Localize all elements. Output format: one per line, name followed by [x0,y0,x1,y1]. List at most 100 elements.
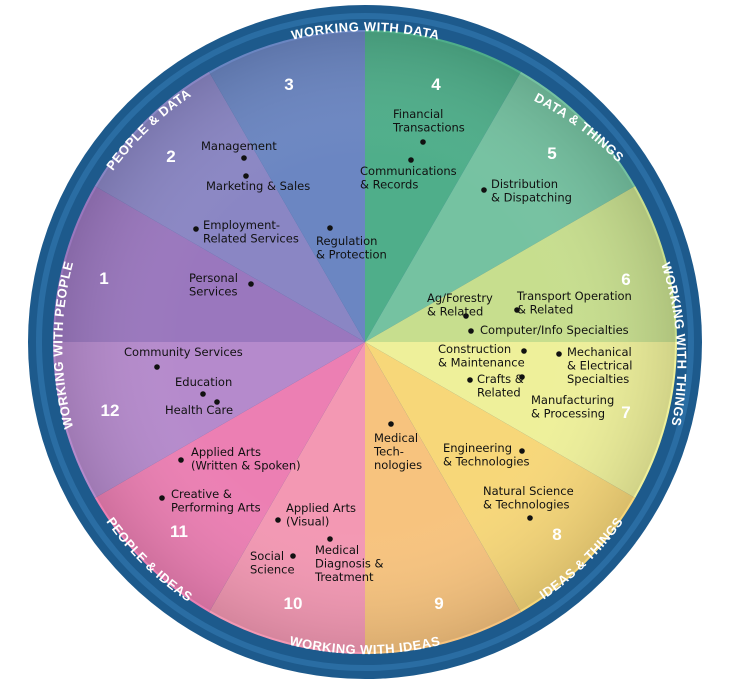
career-area-line: Personal [189,271,238,285]
career-area-label: Health Care [165,403,233,417]
career-area-line: Applied Arts [191,445,261,459]
career-area-dot [214,399,220,405]
sector-number-3: 3 [284,75,293,94]
sector-number-2: 2 [166,147,175,166]
career-area-dot [420,139,426,145]
career-area-line: Manufacturing [531,393,614,407]
career-area-dot [388,421,394,427]
career-area-label: Distribution& Dispatching [491,177,572,205]
career-area-dot [556,351,562,357]
career-area-label: Communications& Records [360,164,457,192]
career-area-dot [327,225,333,231]
career-area-line: Medical [374,431,418,445]
career-area-label: Computer/Info Specialties [480,323,629,337]
career-area-line: Employment- [203,218,280,232]
career-area-label: Regulation& Protection [316,234,387,262]
career-area-line: Specialties [567,372,629,386]
career-area-line: Transactions [392,121,465,135]
career-area-line: & Records [360,178,418,192]
sector-number-10: 10 [284,594,303,613]
career-area-dot [514,307,520,313]
career-area-label: Applied Arts(Visual) [286,501,356,529]
sector-number-8: 8 [552,525,561,544]
career-area-line: Communications [360,164,457,178]
sector-number-4: 4 [431,75,441,94]
career-area-line: Social [250,549,284,563]
sector-number-6: 6 [621,270,630,289]
career-area-line: Regulation [316,234,377,248]
outer-ring-highlight [36,13,694,671]
career-area-label: Community Services [124,345,243,359]
sector-number-5: 5 [547,144,556,163]
career-area-line: Transport Operation [516,289,632,303]
career-area-line: Community Services [124,345,243,359]
career-area-dot [243,173,249,179]
career-area-label: Natural Science& Technologies [483,484,574,512]
career-area-dot [408,157,414,163]
career-area-label: Engineering& Technologies [443,441,530,469]
sector-number-9: 9 [434,594,443,613]
career-area-label: Transport Operation& Related [516,289,632,317]
career-area-label: Employment-Related Services [203,218,299,246]
career-area-label: Management [201,139,277,153]
career-area-dot [521,348,527,354]
career-area-dot [248,281,254,287]
career-area-dot [241,155,247,161]
career-area-line: Science [250,563,295,577]
career-area-dot [519,448,525,454]
career-area-dot [193,226,199,232]
career-area-dot [527,515,533,521]
career-area-label: Manufacturing& Processing [531,393,614,421]
career-area-label: Applied Arts(Written & Spoken) [191,445,301,473]
career-area-label: Education [175,375,232,389]
career-area-line: Medical [315,543,359,557]
career-area-line: & Related [517,303,573,317]
sector-number-7: 7 [621,403,630,422]
career-area-line: Natural Science [483,484,574,498]
career-area-dot [178,457,184,463]
career-area-label: Construction& Maintenance [438,342,525,370]
career-area-line: Financial [393,107,443,121]
sector-number-12: 12 [101,401,120,420]
career-area-dot [154,364,160,370]
career-area-line: & Electrical [567,359,632,373]
career-area-line: & Processing [531,407,605,421]
career-area-line: (Visual) [286,515,329,529]
career-area-line: Applied Arts [286,501,356,515]
career-area-dot [481,187,487,193]
career-area-line: Health Care [165,403,233,417]
career-area-line: Related Services [203,232,299,246]
career-area-line: Distribution [491,177,558,191]
career-area-line: & Dispatching [491,191,572,205]
career-area-dot [327,536,333,542]
career-area-line: Construction [438,342,511,356]
career-area-line: & Technologies [443,455,530,469]
career-area-line: Related [477,386,521,400]
career-area-line: Management [201,139,277,153]
career-area-label: Crafts &Related [477,372,524,400]
career-area-line: Treatment [314,570,374,584]
career-area-dot [468,328,474,334]
career-area-dot [275,517,281,523]
career-area-line: Computer/Info Specialties [480,323,629,337]
career-area-line: Marketing & Sales [206,179,310,193]
career-area-label: Ag/Forestry& Related [427,291,493,319]
career-area-line: nologies [374,458,422,472]
wheel-shade [55,32,675,652]
sector-number-1: 1 [99,269,108,288]
career-area-dot [467,377,473,383]
career-area-line: Ag/Forestry [427,291,493,305]
career-area-line: Tech- [373,445,404,459]
career-area-line: Crafts & [477,372,524,386]
career-area-dot [290,553,296,559]
career-area-line: Engineering [443,441,512,455]
career-area-line: & Maintenance [438,356,525,370]
career-area-dot [519,374,525,380]
